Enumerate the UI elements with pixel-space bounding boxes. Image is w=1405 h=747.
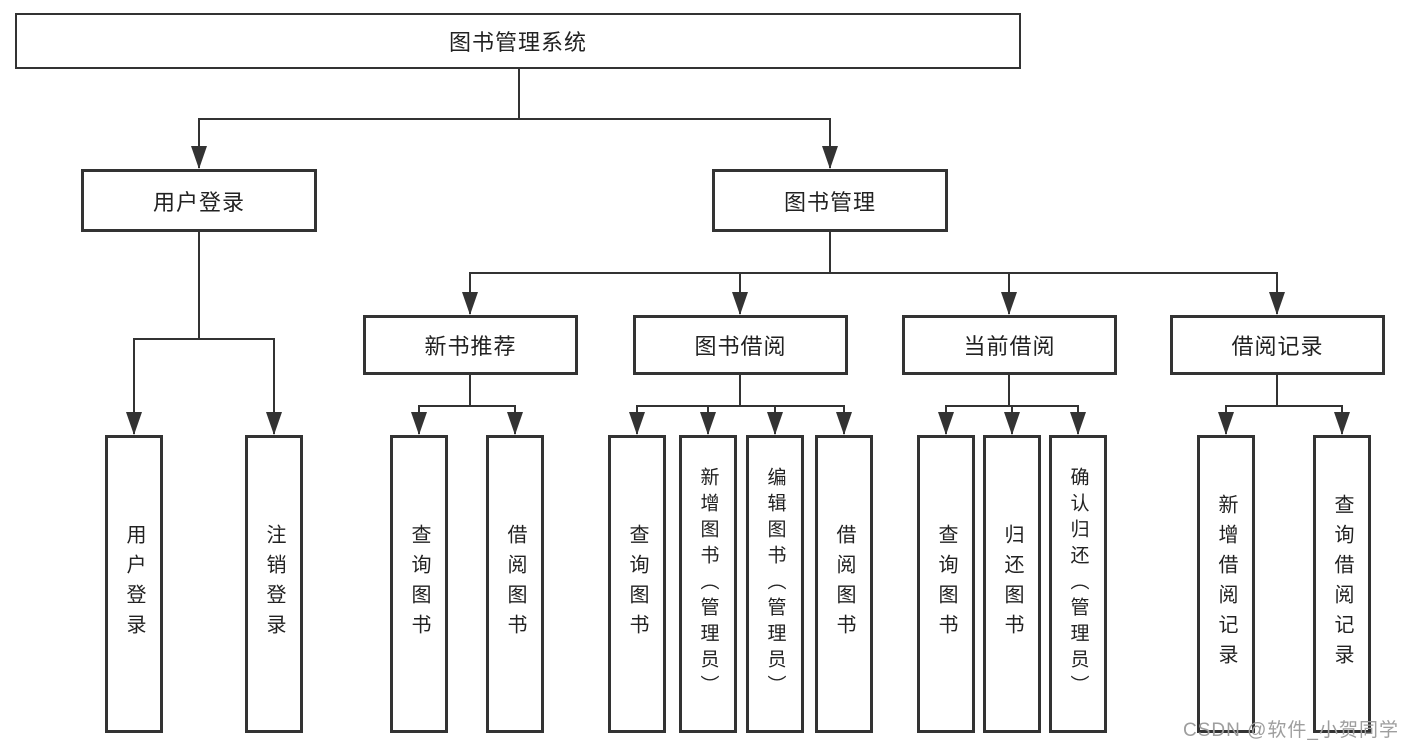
leaf-return-books: 归还图书 bbox=[983, 435, 1041, 733]
arrowhead bbox=[507, 412, 523, 435]
arrowhead bbox=[767, 412, 783, 435]
node-label: 新增图书（管理员） bbox=[697, 467, 719, 701]
node-label: 编辑图书（管理员） bbox=[764, 467, 786, 701]
node-label: 借阅记录 bbox=[1231, 334, 1324, 359]
leaf-add-books-admin: 新增图书（管理员） bbox=[679, 435, 737, 733]
leaf-edit-books-admin: 编辑图书（管理员） bbox=[746, 435, 804, 733]
arrowhead bbox=[822, 146, 838, 169]
node-label: 查询借阅记录 bbox=[1331, 494, 1353, 674]
connector-line bbox=[198, 118, 200, 168]
arrowhead bbox=[191, 146, 207, 169]
csdn-watermark: CSDN @软件_小贺同学 bbox=[1183, 720, 1399, 741]
connector-line bbox=[133, 338, 135, 434]
arrowhead bbox=[411, 412, 427, 435]
leaf-confirm-return-admin: 确认归还（管理员） bbox=[1049, 435, 1107, 733]
node-library-management-system: 图书管理系统 bbox=[15, 13, 1021, 69]
arrowhead bbox=[732, 292, 748, 315]
connector-line bbox=[273, 338, 275, 434]
node-label: 归还图书 bbox=[1001, 524, 1023, 644]
node-label: 用户登录 bbox=[123, 524, 145, 644]
node-label: 查询图书 bbox=[935, 524, 957, 644]
node-label: 图书借阅 bbox=[694, 334, 787, 359]
leaf-user-login: 用户登录 bbox=[105, 435, 163, 733]
connector-line bbox=[1008, 375, 1010, 405]
connector-line bbox=[1225, 405, 1343, 407]
node-book-management: 图书管理 bbox=[712, 169, 948, 232]
connector-line bbox=[133, 338, 275, 340]
node-label: 新书推荐 bbox=[424, 334, 517, 359]
connector-line bbox=[829, 232, 831, 272]
leaf-query-books-current: 查询图书 bbox=[917, 435, 975, 733]
connector-line bbox=[739, 375, 741, 405]
node-label: 注销登录 bbox=[263, 524, 285, 644]
node-label: 新增借阅记录 bbox=[1215, 494, 1237, 674]
arrowhead bbox=[836, 412, 852, 435]
arrowhead bbox=[1269, 292, 1285, 315]
arrowhead bbox=[1334, 412, 1350, 435]
connector-line bbox=[198, 118, 831, 120]
leaf-logout: 注销登录 bbox=[245, 435, 303, 733]
connector-line bbox=[469, 375, 471, 405]
connector-line bbox=[636, 405, 845, 407]
node-label: 确认归还（管理员） bbox=[1067, 467, 1089, 701]
arrowhead bbox=[1218, 412, 1234, 435]
node-label: 用户登录 bbox=[152, 189, 245, 215]
connector-line bbox=[198, 232, 200, 338]
leaf-borrow-books-recommend: 借阅图书 bbox=[486, 435, 544, 733]
arrowhead bbox=[462, 292, 478, 315]
node-user-login: 用户登录 bbox=[81, 169, 317, 232]
arrowhead bbox=[629, 412, 645, 435]
arrowhead bbox=[126, 412, 142, 435]
connector-line bbox=[469, 272, 1278, 274]
connector-line bbox=[1276, 375, 1278, 405]
arrowhead bbox=[938, 412, 954, 435]
node-new-book-recommend: 新书推荐 bbox=[363, 315, 578, 375]
arrowhead bbox=[1004, 412, 1020, 435]
arrowhead bbox=[1001, 292, 1017, 315]
leaf-query-books-borrowing: 查询图书 bbox=[608, 435, 666, 733]
node-label: 当前借阅 bbox=[963, 334, 1056, 359]
leaf-borrow-books: 借阅图书 bbox=[815, 435, 873, 733]
node-label: 图书管理 bbox=[783, 189, 876, 215]
node-borrowing-records: 借阅记录 bbox=[1170, 315, 1385, 375]
node-label: 借阅图书 bbox=[833, 524, 855, 644]
arrowhead bbox=[266, 412, 282, 435]
node-current-borrowing: 当前借阅 bbox=[902, 315, 1117, 375]
connector-line bbox=[518, 69, 520, 118]
connector-line bbox=[418, 405, 516, 407]
arrowhead bbox=[1070, 412, 1086, 435]
leaf-query-borrow-record: 查询借阅记录 bbox=[1313, 435, 1371, 733]
arrowhead bbox=[700, 412, 716, 435]
connector-line bbox=[829, 118, 831, 168]
node-label: 借阅图书 bbox=[504, 524, 526, 644]
leaf-query-books-recommend: 查询图书 bbox=[390, 435, 448, 733]
node-label: 查询图书 bbox=[408, 524, 430, 644]
node-book-borrowing: 图书借阅 bbox=[633, 315, 848, 375]
leaf-add-borrow-record: 新增借阅记录 bbox=[1197, 435, 1255, 733]
node-label: 图书管理系统 bbox=[448, 30, 587, 55]
node-label: 查询图书 bbox=[626, 524, 648, 644]
